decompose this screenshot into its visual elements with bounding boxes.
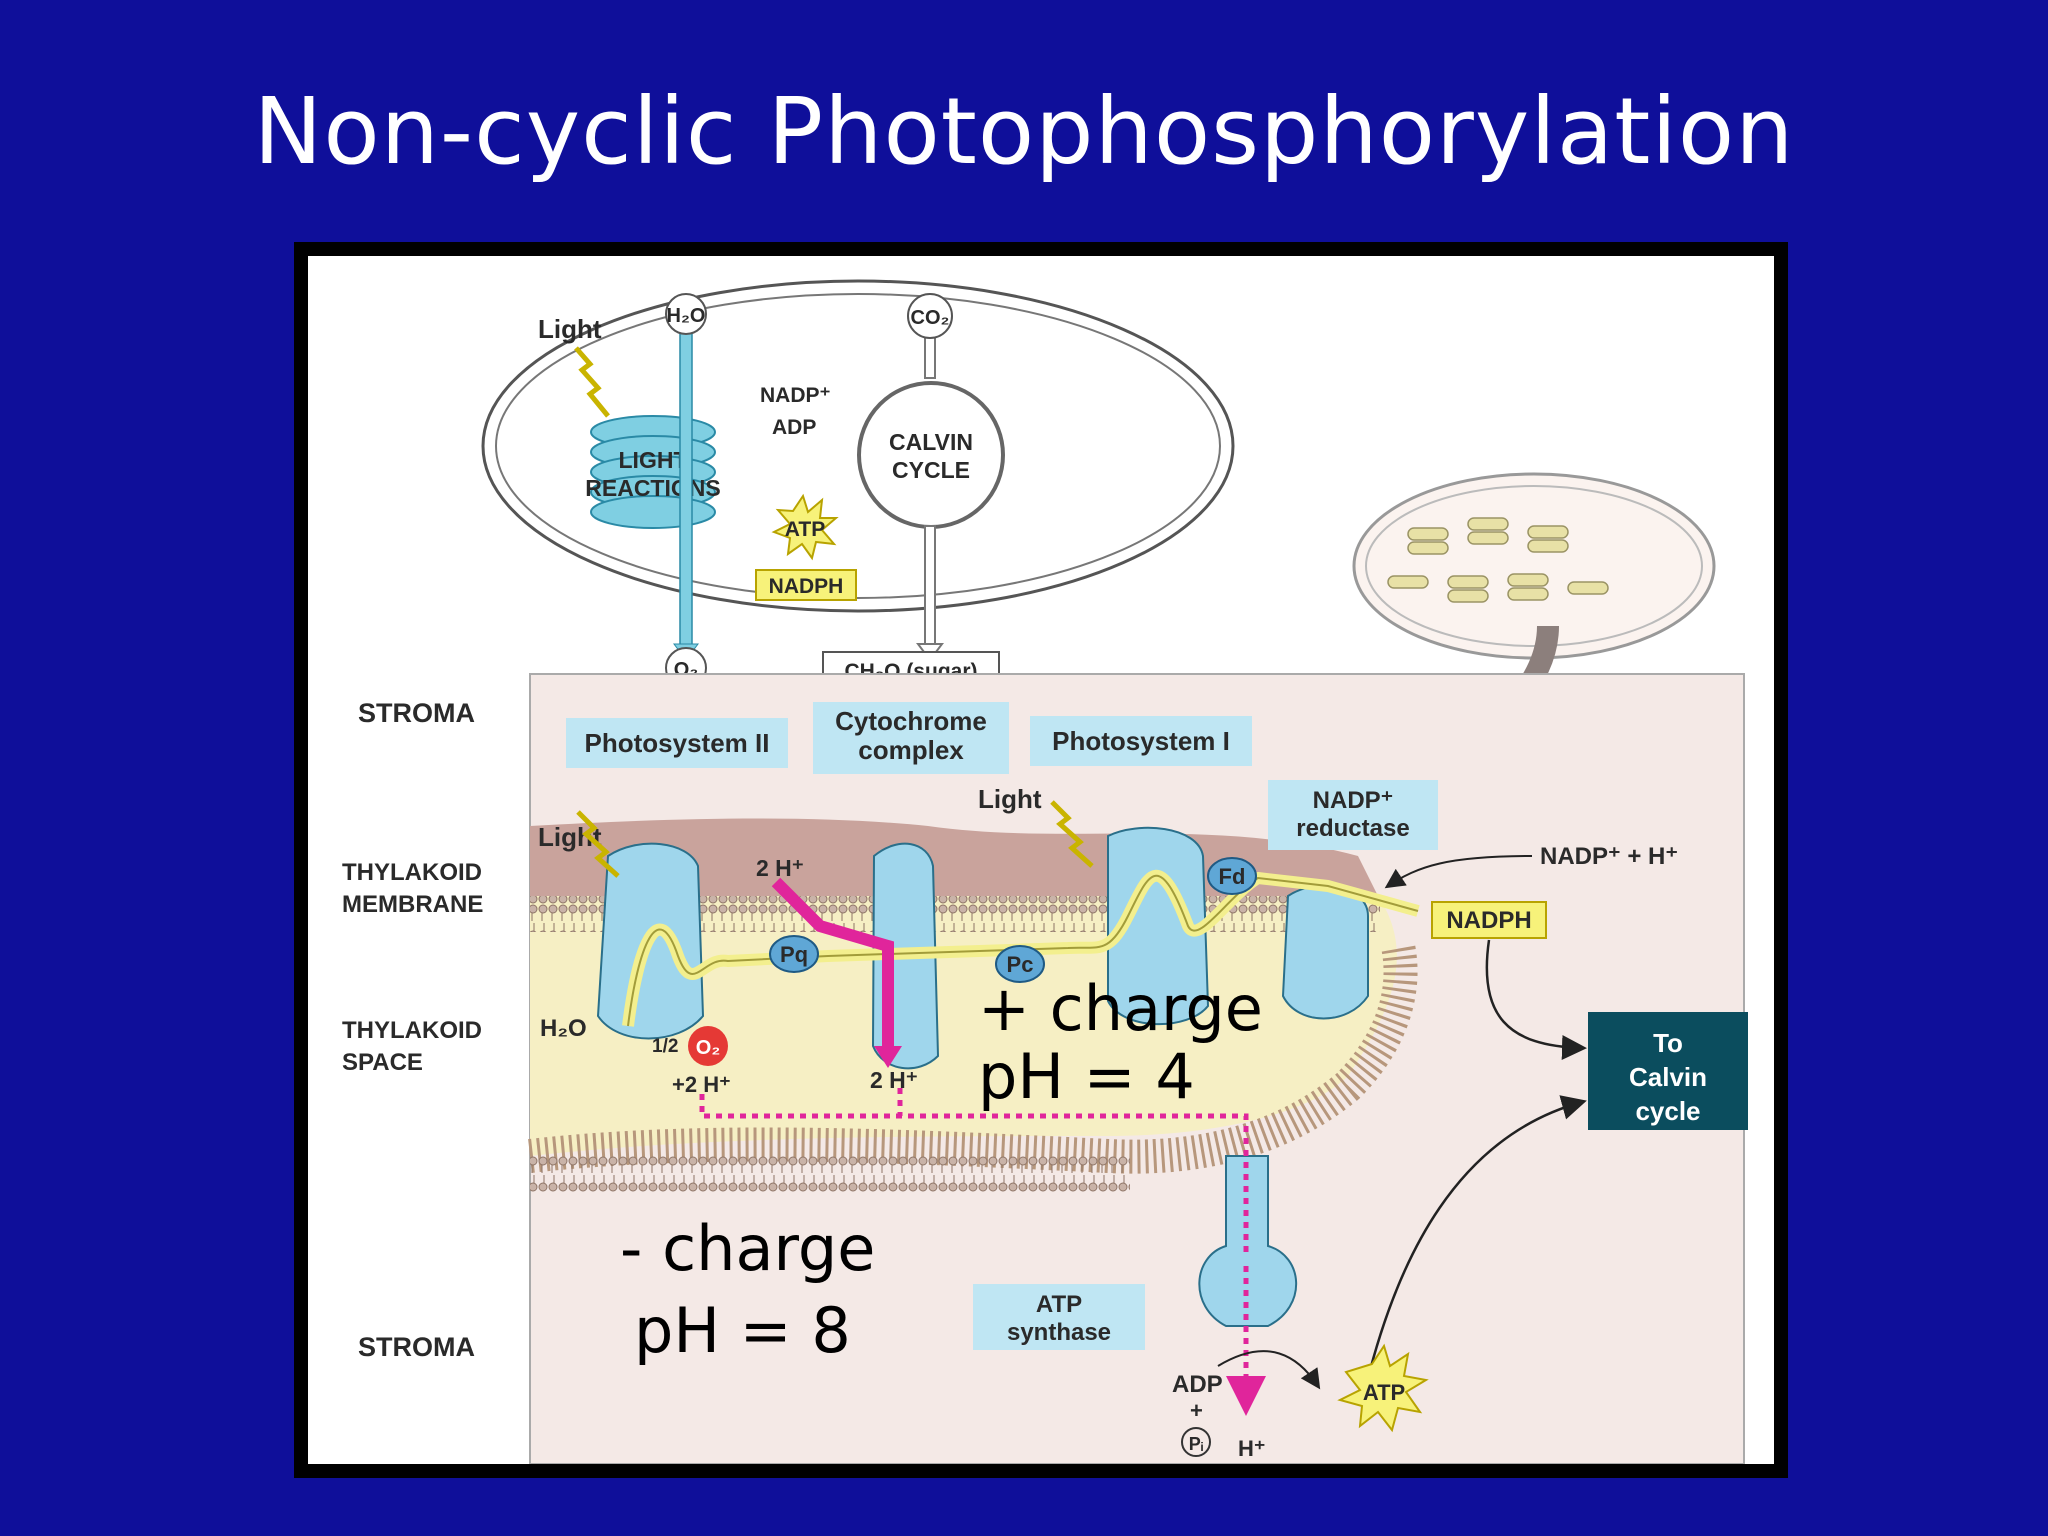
lipid-bilayer-curve (528, 942, 1418, 1174)
photosystem-ii-box (566, 718, 788, 768)
thylakoid-space-label-2: SPACE (342, 1049, 423, 1076)
nadp-h-label: NADP⁺ + H⁺ (1540, 843, 1678, 870)
calvin-cycle-label-2: CYCLE (892, 457, 970, 483)
nadph-out-box (1431, 901, 1547, 939)
ps2-light-bolt-icon (576, 810, 620, 878)
plus-label: + (1190, 1398, 1203, 1423)
plus-charge-annotation: + charge (978, 972, 1263, 1045)
to-calvin-label: To (1653, 1028, 1683, 1058)
h2o-label: H₂O (667, 305, 706, 327)
cytochrome-box (813, 702, 1009, 774)
pc-label: Pc (1007, 952, 1034, 977)
nadp-reductase-label-2: reductase (1296, 815, 1409, 842)
plus-two-h-label: +2 H⁺ (672, 1072, 731, 1097)
nadph-label: NADPH (769, 575, 844, 598)
to-calvin-label-2: Calvin (1629, 1062, 1707, 1092)
nadp-reductase-label: NADP⁺ (1313, 787, 1394, 814)
h2o-in-label: H₂O (540, 1015, 587, 1042)
o2-out-bubble (688, 1026, 728, 1066)
thylakoid-membrane-label: THYLAKOID (342, 859, 482, 886)
nadp-reductase-protein (1281, 884, 1369, 1020)
chloroplast-thumbnail (1352, 472, 1716, 660)
atp-synthase-protein (1198, 1155, 1298, 1327)
minus-charge-annotation: - charge (620, 1212, 876, 1285)
pi-label: Pᵢ (1189, 1434, 1204, 1454)
adp-to-atp-arrow (1217, 1350, 1321, 1390)
atp-synthase-label: ATP (1036, 1291, 1082, 1318)
nadp-input-arrow (1384, 855, 1533, 889)
photosystem-i-box (1030, 716, 1252, 766)
proton-pump-arrowhead (874, 1046, 902, 1068)
thylakoid-membrane-label-2: MEMBRANE (342, 891, 483, 918)
two-h-top-label: 2 H⁺ (756, 855, 804, 881)
fd-carrier (1207, 857, 1257, 895)
lipid-bilayer-bottom (530, 1156, 1130, 1192)
water-flow-arrow (679, 315, 693, 647)
light-bolt-icon (574, 346, 610, 418)
calvin-cycle-label: CALVIN (889, 429, 973, 455)
adp-label: ADP (772, 416, 816, 439)
cytochrome-label-2: complex (858, 735, 964, 765)
h2o-bubble (665, 293, 707, 335)
co2-bubble (907, 293, 953, 339)
pq-carrier (769, 935, 819, 973)
nadph-to-calvin-arrow (1485, 939, 1587, 1060)
h-out-label: H⁺ (1238, 1436, 1266, 1461)
atp-synthase-box (973, 1284, 1145, 1350)
chloroplast-overview: LIGHT REACTIONS CALVIN CYCLE H₂O CO₂ Lig… (481, 279, 1235, 689)
photosystem-i-protein (1107, 826, 1210, 1026)
ph4-annotation: pH = 4 (978, 1040, 1195, 1113)
cytochrome-label: Cytochrome (835, 706, 987, 736)
chloroplast-inner-envelope (495, 293, 1221, 599)
nadp-plus-label: NADP⁺ (760, 384, 831, 407)
atp-synthase-label-2: synthase (1007, 1319, 1111, 1346)
ps1-light-label: Light (978, 784, 1042, 814)
stroma-top-label: STROMA (358, 698, 475, 728)
two-h-lumen-label: 2 H⁺ (870, 1067, 918, 1093)
slide-title: Non-cyclic Photophosphorylation (253, 78, 1795, 185)
thylakoid-space-label: THYLAKOID (342, 1017, 482, 1044)
atp-starburst (771, 493, 839, 561)
atp-bottom-label: ATP (1363, 1380, 1405, 1405)
ph8-annotation: pH = 8 (634, 1294, 851, 1367)
nadp-reductase-box (1268, 780, 1438, 850)
stroma-bottom-label: STROMA (358, 1332, 475, 1362)
photophosphorylation-diagram: LIGHT REACTIONS CALVIN CYCLE H₂O CO₂ Lig… (342, 279, 1748, 1464)
pc-carrier (995, 945, 1045, 983)
to-calvin-label-3: cycle (1635, 1096, 1700, 1126)
nadph-out-label: NADPH (1446, 907, 1531, 934)
atp-label: ATP (785, 518, 825, 541)
half-label: 1/2 (652, 1036, 678, 1057)
phosphate-circle-icon (1181, 1427, 1211, 1457)
adp-bottom-label: ADP (1172, 1371, 1223, 1398)
atp-bottom-starburst (1337, 1343, 1429, 1433)
ps1-light-bolt-icon (1050, 800, 1094, 868)
diagram-frame: LIGHT REACTIONS CALVIN CYCLE H₂O CO₂ Lig… (294, 242, 1788, 1478)
light-reactions-label: LIGHT (619, 447, 688, 473)
photosystem-ii-label: Photosystem II (585, 728, 770, 758)
diagram-canvas: LIGHT REACTIONS CALVIN CYCLE H₂O CO₂ Lig… (308, 256, 1774, 1464)
nadph-box (755, 569, 857, 601)
photosystem-i-label: Photosystem I (1052, 726, 1230, 756)
sugar-arrow (924, 525, 936, 647)
calvin-cycle-circle (857, 381, 1005, 529)
proton-gradient-path (699, 1094, 1249, 1256)
o2-out-label: O₂ (696, 1037, 720, 1059)
co2-label: CO₂ (911, 307, 950, 329)
atp-to-calvin-arrow (1364, 1095, 1587, 1387)
proton-pump-path (771, 877, 894, 1046)
pq-label: Pq (780, 942, 808, 967)
fd-label: Fd (1219, 864, 1246, 889)
light-reactions-label-2: REACTIONS (585, 475, 720, 501)
electron-flow-outline (627, 874, 1419, 1027)
to-calvin-box (1588, 1012, 1748, 1130)
chloroplast-light-label: Light (538, 314, 602, 344)
